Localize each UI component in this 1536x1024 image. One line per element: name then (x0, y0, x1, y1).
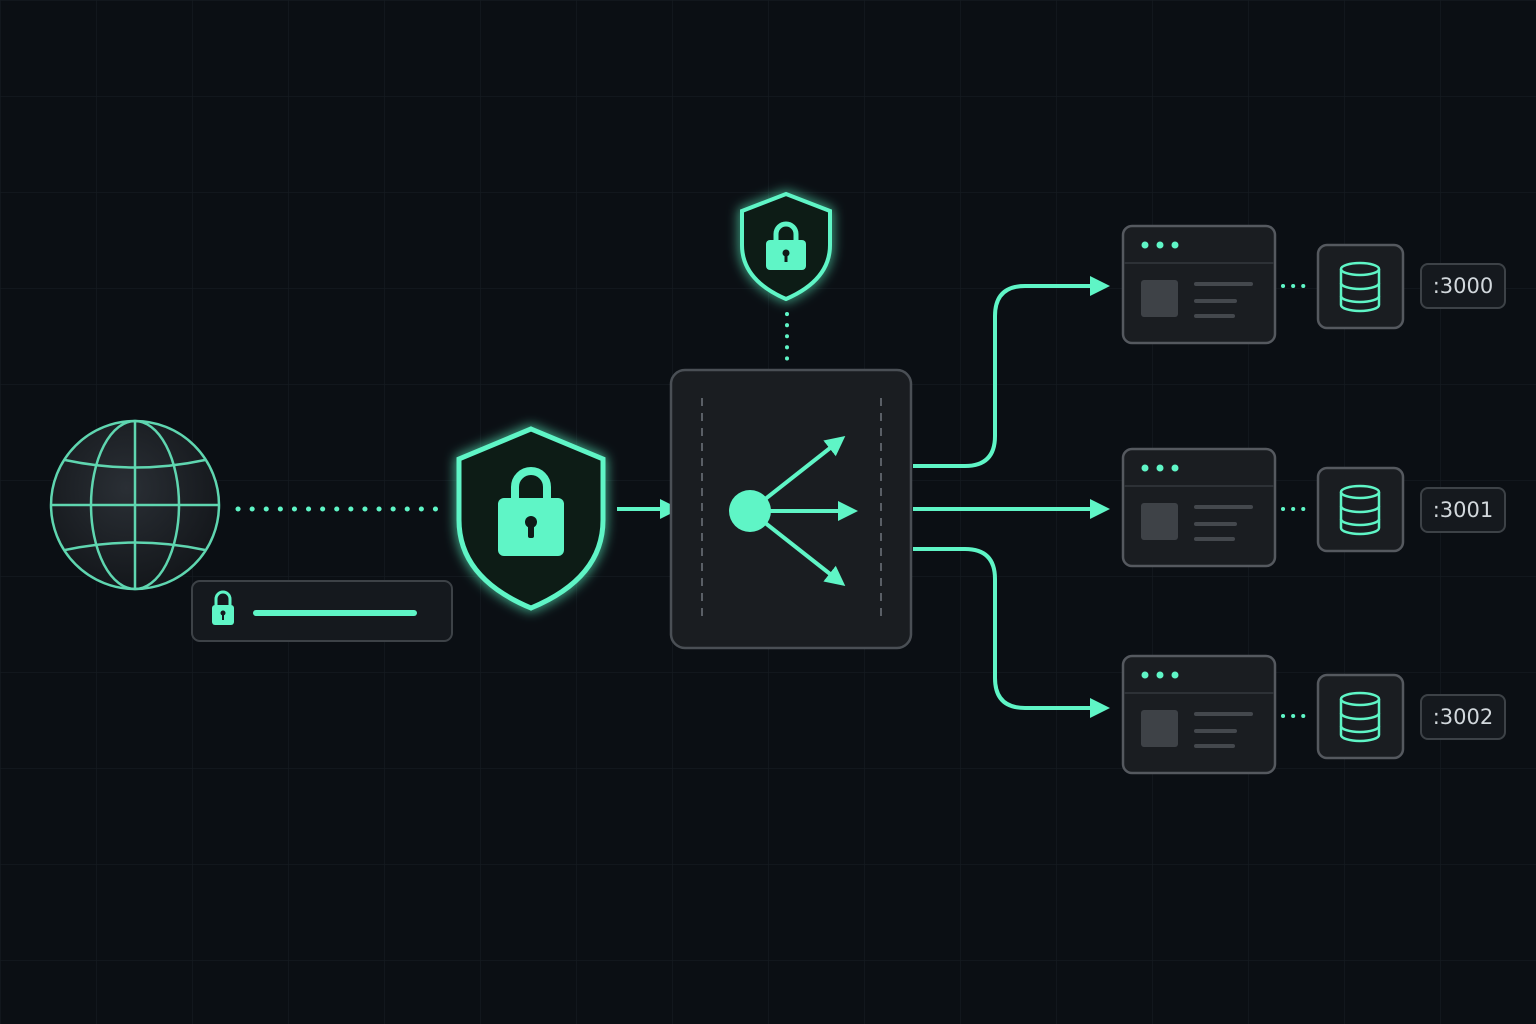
database-icon (1316, 673, 1405, 760)
port-label-3000: :3000 (1420, 263, 1506, 309)
app-window-icon (1121, 654, 1277, 775)
service-node-2 (1121, 447, 1405, 568)
service-node-1 (1121, 224, 1405, 345)
app-window-icon (1121, 447, 1277, 568)
padlock-icon (212, 590, 234, 625)
globe-icon (49, 419, 221, 591)
fan-out-arrows-icon (729, 436, 858, 586)
port-label-3001: :3001 (1420, 487, 1506, 533)
database-icon (1316, 466, 1405, 553)
load-balancer-node (669, 368, 913, 650)
service-node-3 (1121, 654, 1405, 775)
port-label-3002: :3002 (1420, 694, 1506, 740)
gateway-shield-icon (456, 426, 606, 611)
tls-connection-bar (191, 580, 453, 642)
services-layer (1121, 224, 1405, 775)
database-icon (1316, 243, 1405, 330)
route-to-service-3 (913, 547, 1110, 718)
app-window-icon (1121, 224, 1277, 345)
policy-shield-icon (740, 191, 832, 302)
service-routes (913, 276, 1110, 718)
route-to-service-1 (913, 276, 1110, 468)
